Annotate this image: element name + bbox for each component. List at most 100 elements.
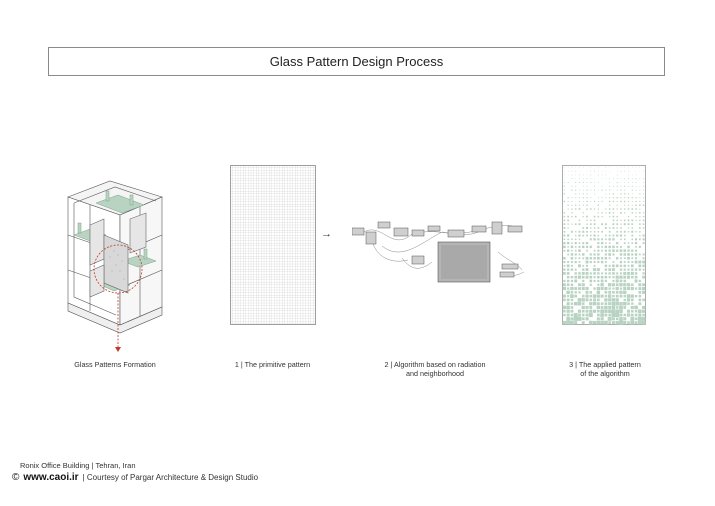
pattern-square bbox=[589, 306, 593, 309]
pattern-square bbox=[641, 317, 646, 321]
pattern-square bbox=[623, 219, 626, 222]
pattern-square bbox=[638, 291, 642, 294]
pattern-square bbox=[624, 193, 626, 195]
pattern-square bbox=[581, 271, 585, 275]
pattern-square bbox=[571, 185, 573, 187]
pattern-square bbox=[590, 234, 592, 237]
pattern-square bbox=[632, 174, 633, 176]
pattern-square bbox=[627, 268, 630, 271]
pattern-square bbox=[570, 261, 573, 263]
pattern-square bbox=[581, 313, 585, 317]
pattern-square bbox=[615, 294, 619, 298]
website-link[interactable]: www.caoi.ir bbox=[23, 472, 79, 483]
pattern-square bbox=[570, 320, 574, 325]
pattern-square bbox=[597, 227, 600, 229]
pattern-square bbox=[597, 197, 599, 199]
pattern-square bbox=[616, 185, 618, 187]
pattern-square bbox=[623, 230, 626, 233]
pattern-square bbox=[607, 309, 612, 314]
primitive-grid-pattern bbox=[230, 165, 316, 325]
pattern-square bbox=[612, 276, 615, 279]
pattern-square bbox=[635, 246, 637, 248]
pattern-square bbox=[635, 204, 637, 206]
pattern-square bbox=[562, 286, 567, 291]
pattern-square bbox=[585, 313, 589, 317]
pattern-square bbox=[601, 249, 603, 252]
pattern-square bbox=[642, 268, 645, 271]
pattern-square bbox=[608, 257, 611, 260]
pattern-square bbox=[612, 279, 615, 283]
pattern-square bbox=[562, 320, 567, 325]
pattern-square bbox=[578, 257, 581, 260]
pattern-square bbox=[585, 317, 589, 321]
pattern-square bbox=[624, 178, 626, 180]
pattern-square bbox=[630, 294, 634, 298]
pattern-square bbox=[582, 216, 584, 218]
pattern-square bbox=[590, 182, 592, 184]
pattern-square bbox=[626, 283, 631, 287]
pattern-square bbox=[579, 189, 580, 191]
pattern-square bbox=[597, 204, 600, 206]
pattern-square bbox=[596, 290, 600, 294]
pattern-square bbox=[635, 238, 638, 241]
pattern-square bbox=[615, 317, 619, 321]
pattern-square bbox=[634, 310, 638, 313]
pattern-square bbox=[632, 167, 633, 168]
pattern-square bbox=[612, 193, 615, 195]
pattern-square bbox=[578, 200, 581, 203]
pattern-square bbox=[642, 313, 645, 317]
pattern-square bbox=[567, 215, 570, 218]
pattern-square bbox=[582, 245, 585, 249]
pattern-square bbox=[615, 320, 619, 325]
pattern-square bbox=[620, 211, 622, 214]
pattern-square bbox=[623, 223, 626, 226]
pattern-square bbox=[635, 178, 637, 180]
pattern-square bbox=[567, 208, 569, 210]
pattern-square bbox=[570, 268, 574, 271]
pattern-square bbox=[642, 242, 645, 245]
pattern-square bbox=[628, 182, 629, 183]
pattern-square bbox=[612, 208, 615, 210]
pattern-square bbox=[593, 234, 596, 237]
pattern-square bbox=[604, 291, 608, 294]
pattern-square bbox=[578, 272, 581, 275]
pattern-square bbox=[620, 193, 622, 195]
pattern-square bbox=[593, 200, 596, 203]
pattern-square bbox=[578, 219, 581, 222]
pattern-square bbox=[597, 275, 600, 279]
pattern-square bbox=[563, 219, 566, 222]
pattern-square bbox=[615, 283, 619, 287]
selection-circle bbox=[93, 244, 143, 294]
pattern-square bbox=[639, 208, 641, 210]
pattern-square bbox=[627, 197, 630, 199]
pattern-square bbox=[571, 264, 573, 267]
pattern-square bbox=[642, 275, 645, 279]
pattern-square bbox=[624, 197, 626, 199]
pattern-square bbox=[593, 208, 596, 210]
pattern-square bbox=[628, 174, 629, 176]
pattern-square bbox=[592, 294, 597, 298]
pattern-square bbox=[615, 313, 620, 318]
pattern-square bbox=[579, 174, 580, 176]
pattern-square bbox=[586, 174, 588, 176]
pattern-square bbox=[566, 313, 570, 317]
pattern-square bbox=[588, 320, 593, 325]
pattern-square bbox=[593, 219, 596, 222]
pattern-square bbox=[635, 189, 637, 191]
pattern-square bbox=[571, 223, 573, 225]
pattern-square bbox=[624, 182, 626, 183]
pattern-square bbox=[582, 189, 584, 191]
pattern-square bbox=[620, 227, 622, 229]
pattern-square bbox=[616, 200, 618, 202]
pattern-square bbox=[616, 189, 618, 191]
pattern-square bbox=[615, 286, 619, 291]
pattern-square bbox=[605, 234, 607, 237]
pattern-square bbox=[630, 316, 635, 321]
pattern-square bbox=[582, 178, 584, 180]
pattern-square bbox=[571, 174, 573, 176]
pattern-square bbox=[604, 257, 608, 260]
pattern-square bbox=[575, 197, 577, 199]
pattern-square bbox=[639, 223, 641, 225]
pattern-square bbox=[597, 253, 600, 256]
pattern-square bbox=[631, 185, 633, 187]
